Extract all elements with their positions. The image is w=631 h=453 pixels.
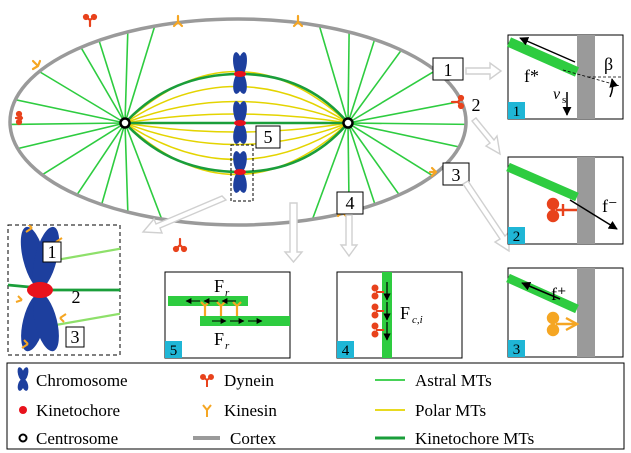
svg-text:Chromosome: Chromosome (36, 371, 128, 390)
svg-text:1: 1 (444, 60, 453, 80)
chromosome-3 (233, 151, 247, 193)
kinesin-icon (292, 14, 304, 28)
dynein-icon (200, 374, 214, 387)
cortex (8, 17, 468, 227)
svg-text:3: 3 (452, 165, 461, 185)
dynein-icon (450, 94, 465, 110)
dynein-icon (172, 237, 188, 253)
svg-text:f*: f* (524, 66, 539, 86)
legend: Chromosome Kinetochore Centrosome Dynein… (6, 362, 625, 450)
svg-text:c,i: c,i (412, 314, 423, 326)
svg-text:Centrosome: Centrosome (36, 429, 118, 448)
legend-item-kinetochore: Kinetochore (19, 401, 120, 420)
svg-text:Kinetochore: Kinetochore (36, 401, 120, 420)
connector-arrows (141, 61, 510, 264)
panel-2: f⁻ 2 (506, 156, 624, 245)
svg-text:F: F (214, 276, 224, 296)
svg-text:3: 3 (71, 327, 80, 347)
cortex-wall (577, 157, 595, 244)
svg-text:Kinesin: Kinesin (224, 401, 277, 420)
kinesin-icon (172, 14, 184, 28)
panel-number-badge (508, 102, 525, 119)
svg-text:4: 4 (342, 343, 350, 359)
chromosome-icon (17, 367, 29, 391)
svg-text:β: β (604, 54, 613, 74)
svg-text:F: F (400, 303, 410, 323)
callout-2: 2 (472, 95, 481, 115)
callout-4: 4 (336, 191, 364, 215)
legend-item-centrosome: Centrosome (18, 429, 118, 448)
panel-1: f* v s β 1 (506, 34, 624, 120)
svg-text:5: 5 (264, 127, 273, 147)
kinesin-icon (202, 404, 212, 417)
svg-text:3: 3 (513, 342, 521, 358)
kinesin-icon (31, 59, 42, 71)
legend-item-chromosome: Chromosome (17, 367, 128, 391)
callout-3: 3 (442, 162, 470, 186)
legend-item-kmt: Kinetochore MTs (375, 429, 534, 448)
cortical-motors (14, 13, 465, 253)
svg-text:F: F (214, 329, 224, 349)
legend-item-astral: Astral MTs (375, 371, 492, 390)
detail-callout-3: 3 (65, 326, 85, 348)
legend-item-dynein: Dynein (200, 371, 275, 390)
svg-text:Astral MTs: Astral MTs (415, 371, 492, 390)
dynein-icon (14, 110, 24, 126)
centrosome-right (342, 117, 354, 129)
callout-1: 1 (432, 57, 464, 81)
detail-callout-2: 2 (72, 287, 81, 307)
svg-text:Cortex: Cortex (230, 429, 277, 448)
dynein-icon (82, 13, 98, 28)
svg-text:r: r (225, 287, 230, 299)
svg-text:2: 2 (513, 229, 521, 245)
panel-number-badge (508, 227, 525, 244)
legend-item-kinesin: Kinesin (202, 401, 277, 420)
svg-text:4: 4 (346, 193, 355, 213)
panel-number-badge (508, 340, 525, 357)
panel-4: F c,i 4 (336, 271, 463, 359)
detail-callout-1: 1 (42, 241, 62, 263)
chromosome-detail-panel: 1 2 3 (7, 224, 121, 356)
svg-text:2: 2 (472, 95, 481, 115)
svg-text:Dynein: Dynein (224, 371, 275, 390)
svg-text:s: s (562, 94, 566, 106)
cortex-wall (577, 268, 595, 357)
kinesin-icon (428, 166, 438, 178)
svg-text:1: 1 (513, 104, 521, 120)
svg-text:2: 2 (72, 287, 81, 307)
svg-text:Kinetochore MTs: Kinetochore MTs (415, 429, 534, 448)
centrosome-icon (18, 433, 28, 443)
kinesin-icon (546, 311, 580, 337)
centrosome-left (119, 117, 131, 129)
legend-item-cortex: Cortex (193, 429, 277, 448)
chromosome-2 (233, 101, 247, 144)
panel-number-badge (337, 341, 354, 358)
legend-item-polar: Polar MTs (375, 401, 486, 420)
svg-text:Polar MTs: Polar MTs (415, 401, 486, 420)
chromosome-detail-selection (230, 144, 254, 202)
panel-3: f⁺ 3 (506, 267, 624, 358)
cortex-wall (577, 35, 595, 119)
kinetochore-icon (19, 406, 27, 414)
dynein-icon (546, 197, 577, 223)
svg-text:5: 5 (170, 343, 178, 359)
svg-text:r: r (225, 340, 230, 352)
svg-text:1: 1 (48, 242, 57, 262)
chromosome-1 (233, 52, 247, 94)
callout-5: 5 (255, 125, 281, 149)
svg-text:v: v (553, 86, 561, 103)
panel-number-badge (165, 341, 182, 358)
svg-text:f⁺: f⁺ (551, 284, 567, 304)
svg-text:f⁻: f⁻ (602, 196, 618, 216)
panel-5: F r F r 5 (164, 271, 291, 359)
